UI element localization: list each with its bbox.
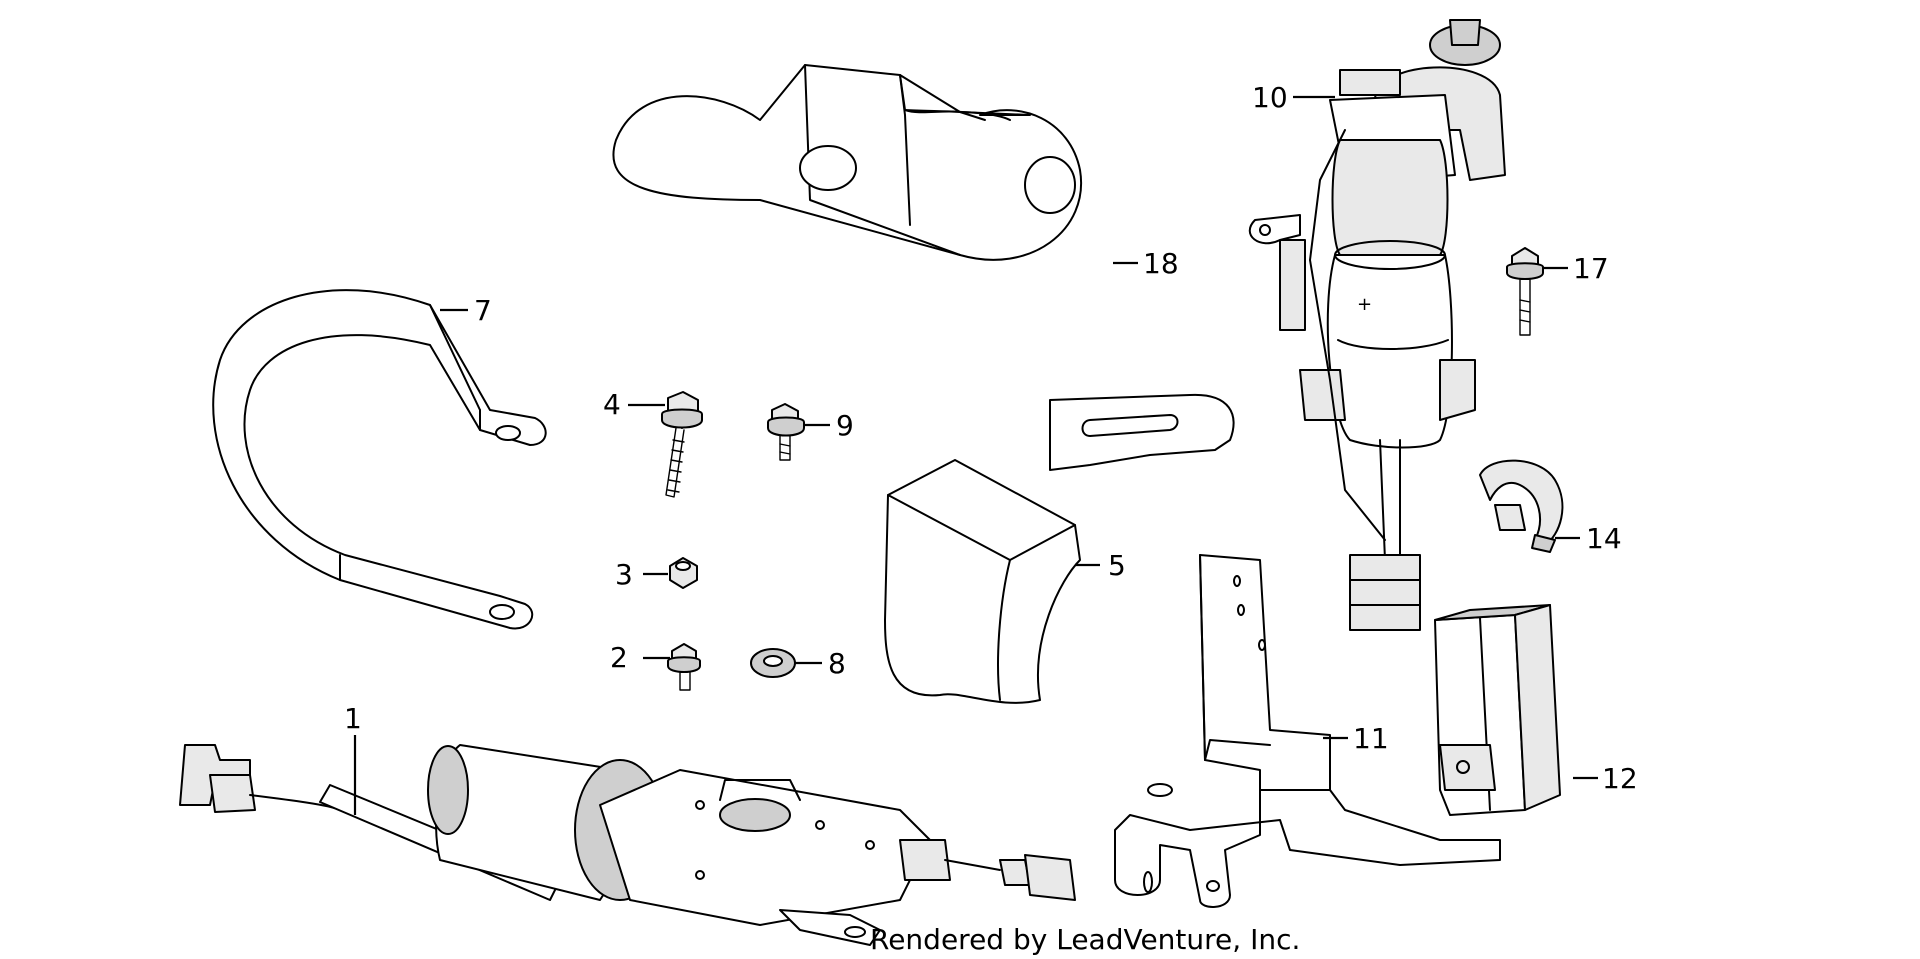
callout-labels: 1 2 3 4 5 7 8 9 10 11 12 14 17 18: [344, 81, 1638, 795]
part-4-bolt[interactable]: [661, 391, 703, 498]
part-11-bracket[interactable]: [1114, 554, 1501, 908]
callout-17: 17: [1573, 252, 1609, 285]
callout-2: 2: [610, 641, 628, 674]
callout-3: 3: [615, 558, 633, 591]
callout-10: 10: [1252, 81, 1288, 114]
part-12-plate[interactable]: [1434, 604, 1561, 816]
part-5-handle[interactable]: [884, 393, 1235, 704]
part-9-bolt[interactable]: [767, 403, 805, 461]
leader-lines: [353, 95, 1598, 815]
callout-5: 5: [1108, 549, 1126, 582]
callout-12: 12: [1602, 762, 1638, 795]
callout-14: 14: [1586, 522, 1622, 555]
part-18-bracket[interactable]: [612, 64, 1083, 261]
part-8-washer[interactable]: [750, 648, 796, 678]
callout-7: 7: [474, 294, 492, 327]
callout-11: 11: [1353, 722, 1389, 755]
callout-1: 1: [344, 702, 362, 735]
callout-18: 18: [1143, 247, 1179, 280]
part-14-clip[interactable]: [1479, 459, 1564, 553]
credit-text: Rendered by LeadVenture, Inc.: [870, 923, 1300, 956]
part-1-motor-assembly[interactable]: [179, 744, 1076, 946]
part-7-clamp[interactable]: [212, 289, 547, 630]
callout-8: 8: [828, 647, 846, 680]
part-3-nut[interactable]: [669, 557, 698, 589]
callout-4: 4: [603, 388, 621, 421]
svg-text:+: +: [1357, 294, 1372, 315]
callout-9: 9: [836, 409, 854, 442]
part-2-screw[interactable]: [667, 643, 701, 691]
part-17-bolt[interactable]: [1506, 247, 1544, 336]
part-10-actuator[interactable]: +: [1248, 19, 1506, 631]
